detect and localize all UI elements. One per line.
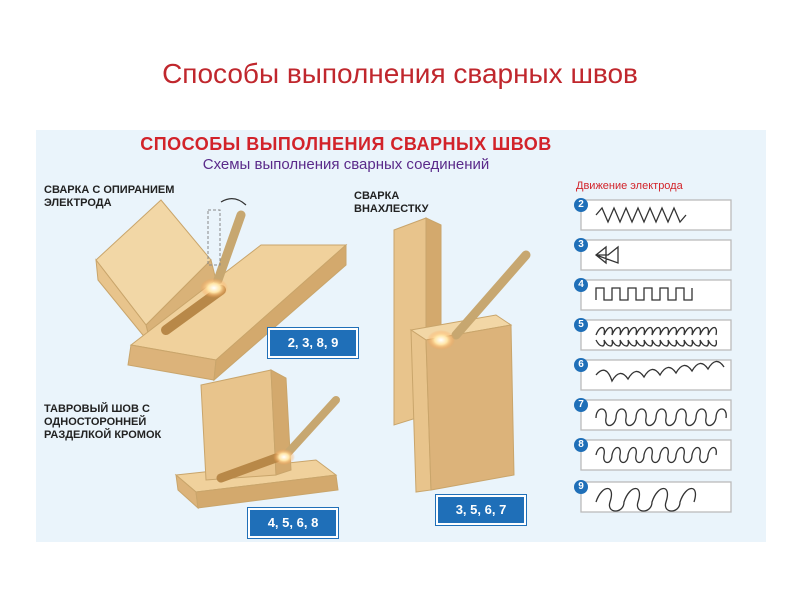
motion-crescent — [595, 360, 725, 383]
label-support-weld: Сварка с опиранием электрода — [44, 184, 175, 209]
panel-subtitle: Схемы выполнения сварных соединений — [202, 156, 490, 173]
weld-bead-2 — [216, 453, 281, 483]
overlap-weld-scene — [393, 217, 531, 493]
electrode-2 — [451, 250, 531, 340]
method-badge-support: 2, 3, 8, 9 — [268, 328, 358, 358]
motion-number: 8 — [574, 438, 588, 452]
motion-large-loops — [595, 487, 697, 512]
motion-number: 4 — [574, 278, 588, 292]
motion-number: 2 — [574, 198, 588, 212]
panel-title: СПОСОБЫ ВЫПОЛНЕНИЯ СВАРНЫХ ШВОВ — [140, 134, 552, 154]
motion-number: 9 — [574, 480, 588, 494]
slide-title: Способы выполнения сварных швов — [162, 58, 638, 89]
welding-arc-2 — [427, 330, 455, 350]
welding-arc — [200, 278, 228, 298]
method-badge-tee: 4, 5, 6, 8 — [248, 508, 338, 538]
label-overlap-weld: Сварка внахлестку — [354, 190, 429, 215]
motion-number: 3 — [574, 238, 588, 252]
electrode — [213, 210, 246, 285]
tee-weld-scene — [174, 369, 340, 510]
motion-number: 6 — [574, 358, 588, 372]
motion-number: 5 — [574, 318, 588, 332]
support-weld-scene — [95, 198, 348, 382]
motion-triangles — [594, 245, 619, 265]
motion-patterns — [580, 199, 732, 513]
electrode-3 — [282, 396, 340, 459]
method-badge-overlap: 3, 5, 6, 7 — [436, 495, 526, 525]
motion-coils — [595, 408, 727, 427]
motion-zigzag — [595, 206, 687, 224]
motion-number: 7 — [574, 398, 588, 412]
motion-double-loops — [595, 446, 717, 464]
motion-square-wave — [595, 287, 693, 301]
welding-arc-3 — [273, 449, 295, 465]
motion-header: Движение электрода — [576, 180, 683, 192]
welding-diagram-panel: СПОСОБЫ ВЫПОЛНЕНИЯ СВАРНЫХ ШВОВ Схемы вы… — [36, 130, 766, 542]
motion-loops — [595, 326, 718, 347]
label-tee-weld: Тавровый шов с односторонней разделкой к… — [44, 403, 162, 441]
welding-illustration — [95, 198, 732, 513]
